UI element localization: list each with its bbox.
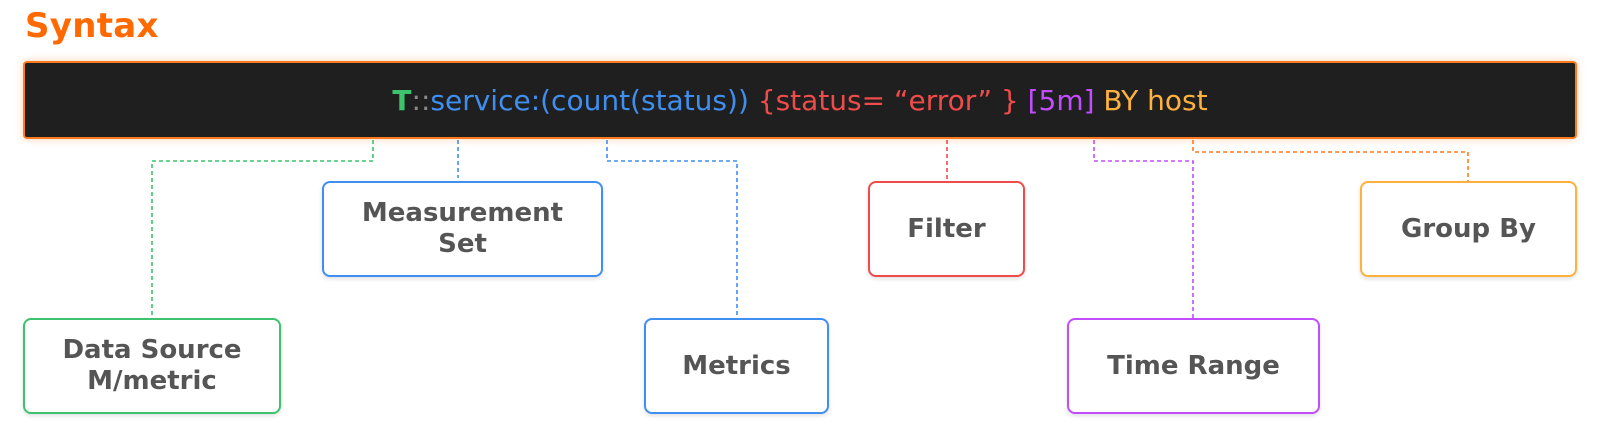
syntax-token-group-by: BY host: [1094, 83, 1208, 117]
syntax-token-time-range: [5m]: [1018, 83, 1095, 117]
label-filter: Filter: [868, 181, 1025, 277]
page-title: Syntax: [25, 6, 159, 46]
connector-time-range: [1093, 140, 1194, 318]
syntax-token-data-source: T: [392, 83, 412, 117]
label-metrics: Metrics: [644, 318, 829, 414]
syntax-token-separator: ::: [411, 83, 431, 117]
syntax-expression-bar: T :: service:(count(status)) {status= “e…: [23, 61, 1577, 139]
syntax-token-filter: {status= “error” }: [748, 83, 1019, 117]
connector-metrics: [606, 140, 738, 318]
label-group-by: Group By: [1360, 181, 1577, 277]
connector-data-source: [151, 140, 374, 318]
connector-group-by: [1192, 140, 1469, 181]
label-measurement-set: Measurement Set: [322, 181, 603, 277]
syntax-token-measurement-metrics: service:(count(status)): [430, 83, 749, 117]
label-time-range: Time Range: [1067, 318, 1320, 414]
label-data-source: Data Source M/metric: [23, 318, 281, 414]
